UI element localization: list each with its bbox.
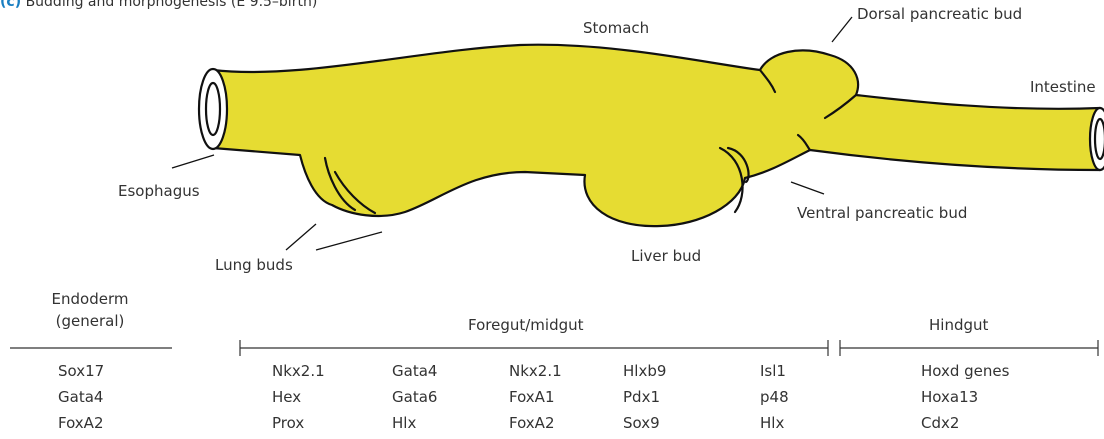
endoderm-gene: Sox17 bbox=[58, 362, 104, 380]
foregut-gene: Hex bbox=[272, 388, 301, 406]
foregut-gene: Sox9 bbox=[623, 414, 660, 432]
foregut-gene: p48 bbox=[760, 388, 789, 406]
liver-bud-label: Liver bud bbox=[631, 247, 701, 265]
dorsal-bud-pointer bbox=[832, 17, 852, 42]
hindgut-gene: Hoxd genes bbox=[921, 362, 1009, 380]
foregut-gene: Nkx2.1 bbox=[272, 362, 325, 380]
endoderm-header: Endoderm (general) bbox=[40, 290, 140, 330]
foregut-gene: Prox bbox=[272, 414, 304, 432]
foregut-gene: Nkx2.1 bbox=[509, 362, 562, 380]
hindgut-gene: Hoxa13 bbox=[921, 388, 978, 406]
esophagus-pointer bbox=[172, 155, 214, 168]
stomach-label: Stomach bbox=[583, 19, 649, 37]
endoderm-gene: FoxA2 bbox=[58, 414, 104, 432]
lung-bud-pointer-1 bbox=[286, 224, 316, 250]
esophagus-label: Esophagus bbox=[118, 182, 200, 200]
foregut-gene: Pdx1 bbox=[623, 388, 660, 406]
gut-tube bbox=[199, 45, 1104, 226]
dorsal-pancreatic-bud-label: Dorsal pancreatic bud bbox=[857, 5, 1022, 23]
foregut-gene: FoxA2 bbox=[509, 414, 555, 432]
gut-tube-body bbox=[213, 45, 1100, 226]
endoderm-gene: Gata4 bbox=[58, 388, 103, 406]
lung-bud-pointer-2 bbox=[316, 232, 382, 250]
foregut-gene: Gata6 bbox=[392, 388, 437, 406]
ventral-bud-pointer bbox=[791, 182, 824, 194]
hindgut-gene: Cdx2 bbox=[921, 414, 959, 432]
foregut-gene: Hlx bbox=[392, 414, 416, 432]
endoderm-header-line1: Endoderm bbox=[40, 290, 140, 308]
table-rules bbox=[10, 340, 1098, 356]
endoderm-header-line2: (general) bbox=[40, 312, 140, 330]
lung-buds-label: Lung buds bbox=[215, 256, 293, 274]
intestine-label: Intestine bbox=[1030, 78, 1096, 96]
hindgut-header: Hindgut bbox=[929, 316, 988, 334]
foregut-gene: Gata4 bbox=[392, 362, 437, 380]
intestine-opening-inner bbox=[1095, 119, 1104, 159]
foregut-gene: FoxA1 bbox=[509, 388, 555, 406]
ventral-pancreatic-bud-label: Ventral pancreatic bud bbox=[797, 204, 967, 222]
foregut-gene: Hlxb9 bbox=[623, 362, 666, 380]
esophagus-opening-inner bbox=[206, 83, 220, 135]
foregut-gene: Hlx bbox=[760, 414, 784, 432]
foregut-gene: Isl1 bbox=[760, 362, 786, 380]
foregut-header: Foregut/midgut bbox=[468, 316, 584, 334]
